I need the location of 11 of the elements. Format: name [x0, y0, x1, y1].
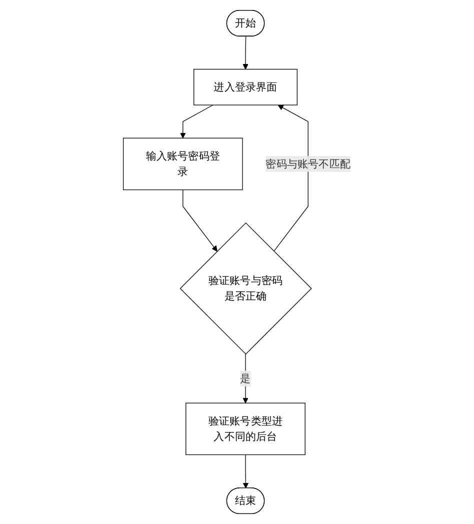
- arrow: [182, 189, 218, 252]
- edge-label: 密码与账号不匹配: [266, 157, 351, 170]
- node-diamond: 验证账号与密码是否正确: [180, 222, 312, 355]
- node-box: 验证账号类型进入不同的后台: [186, 402, 306, 456]
- arrow: [274, 104, 309, 252]
- node-box: 输入账号密码登录: [123, 138, 243, 190]
- node-box: 进入登录界面: [194, 68, 298, 106]
- arrow: [242, 454, 249, 488]
- arrow: [180, 104, 214, 138]
- edge-label: 是: [240, 372, 251, 385]
- arrow: [242, 36, 249, 70]
